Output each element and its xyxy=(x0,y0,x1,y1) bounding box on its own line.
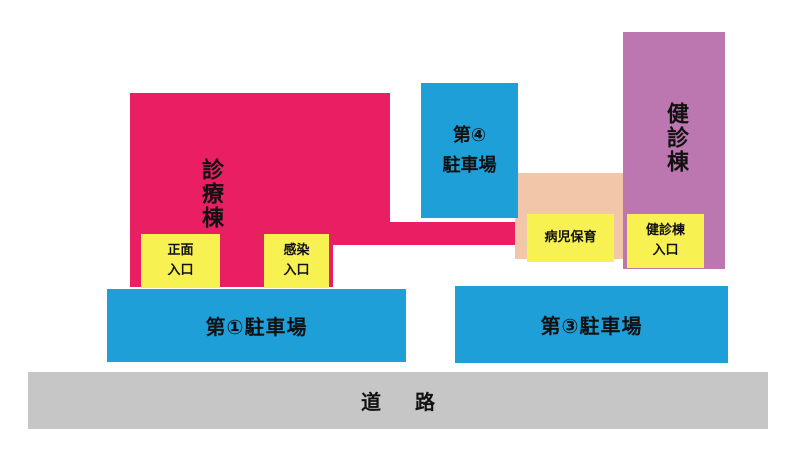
parking-lot-4: 第④ 駐車場 xyxy=(421,83,518,218)
infection-entrance: 感染 入口 xyxy=(264,234,329,288)
shinryo-building-label: 診療棟 xyxy=(198,158,223,230)
shinryo-building-shape xyxy=(130,93,518,287)
kenshin-entrance: 健診棟 入口 xyxy=(627,214,704,268)
main-entrance: 正面 入口 xyxy=(141,234,220,288)
childcare-entrance: 病児保育 xyxy=(527,214,614,262)
kenshin-building-label: 健診棟 xyxy=(663,102,688,174)
parking-lot-1: 第①駐車場 xyxy=(107,289,406,362)
parking-lot-3: 第③駐車場 xyxy=(455,286,728,363)
road: 道路 xyxy=(28,372,768,429)
